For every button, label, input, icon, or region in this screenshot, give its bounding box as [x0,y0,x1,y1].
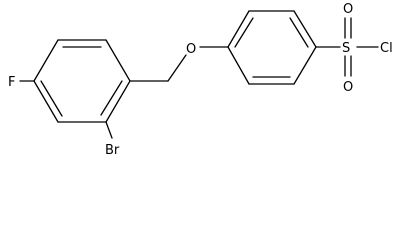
bond-ring-bromine [105,121,113,139]
fluorine-label: F [8,75,15,90]
sulfur-label: S [342,41,350,56]
phenyl-ring [227,10,317,85]
sulfonyl-oxygen-bottom-label: O [343,80,353,95]
chlorine-label: Cl [380,41,393,56]
structure-diagram: F Br O S O O Cl [8,2,393,158]
bromine-label: Br [105,143,120,158]
bromofluorophenyl-ring [33,39,131,123]
sulfonyl-oxygen-top-label: O [343,2,353,17]
bond-methylene-oxygen [167,54,187,82]
ether-oxygen-label: O [186,42,196,57]
